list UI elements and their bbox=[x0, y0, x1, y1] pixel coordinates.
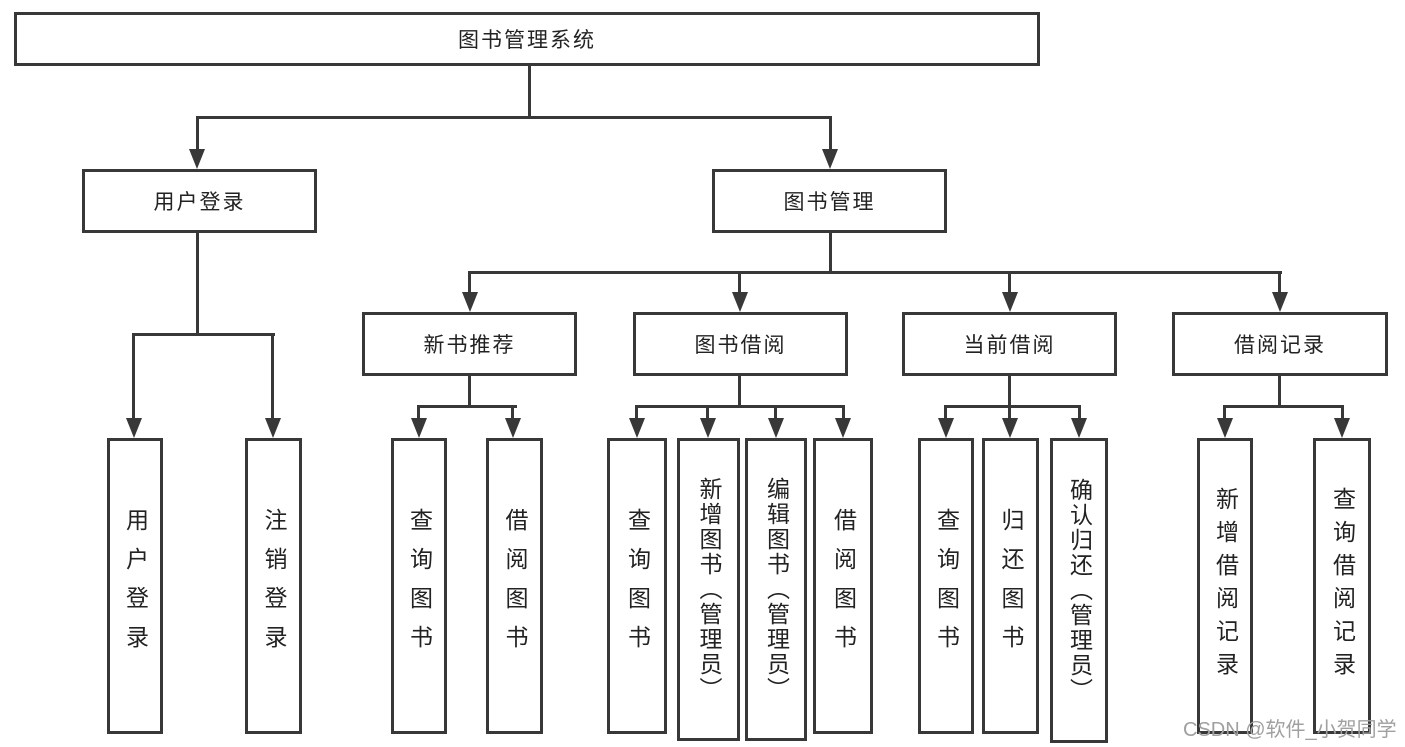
leaf-add-borrow-record-label: 新增借阅记录 bbox=[1212, 487, 1239, 685]
connector-line bbox=[774, 405, 777, 418]
leaf-query-books-current-label: 查询图书 bbox=[933, 508, 960, 664]
connector-line bbox=[196, 233, 199, 335]
connector-line bbox=[1008, 271, 1011, 292]
arrow-down-icon bbox=[700, 418, 716, 438]
connector-line bbox=[132, 333, 135, 418]
arrow-down-icon bbox=[265, 418, 281, 438]
arrow-down-icon bbox=[822, 149, 838, 169]
node-book-management: 图书管理 bbox=[712, 169, 947, 233]
arrow-down-icon bbox=[768, 418, 784, 438]
connector-line bbox=[1341, 405, 1344, 418]
leaf-add-books-admin: 新增图书（管理员） bbox=[677, 438, 740, 741]
connector-line bbox=[1078, 405, 1081, 418]
connector-line bbox=[468, 271, 471, 292]
leaf-edit-books-admin: 编辑图书（管理员） bbox=[745, 438, 807, 741]
node-borrow-records-label: 借阅记录 bbox=[1234, 334, 1326, 357]
leaf-return-books-label: 归还图书 bbox=[998, 508, 1024, 664]
node-user-login-label: 用户登录 bbox=[153, 191, 246, 214]
connector-line bbox=[1223, 405, 1226, 418]
leaf-borrow-books-recommend-label: 借阅图书 bbox=[502, 508, 528, 664]
leaf-borrow-books-label: 借阅图书 bbox=[830, 508, 857, 664]
csdn-watermark: CSDN @软件_小贺同学 bbox=[1183, 719, 1397, 741]
connector-line bbox=[1008, 376, 1011, 408]
node-root-label: 图书管理系统 bbox=[458, 29, 596, 52]
connector-line bbox=[511, 405, 514, 418]
node-new-book-recommend: 新书推荐 bbox=[362, 312, 577, 376]
arrow-down-icon bbox=[1334, 418, 1350, 438]
arrow-down-icon bbox=[505, 418, 521, 438]
node-book-borrow-label: 图书借阅 bbox=[694, 334, 787, 357]
connector-line bbox=[829, 116, 832, 149]
node-current-borrow: 当前借阅 bbox=[902, 312, 1117, 376]
connector-line bbox=[468, 271, 1282, 274]
connector-line bbox=[635, 405, 638, 418]
connector-line bbox=[1223, 405, 1344, 408]
arrow-down-icon bbox=[938, 418, 954, 438]
arrow-down-icon bbox=[732, 292, 748, 312]
leaf-add-books-admin-label: 新增图书（管理员） bbox=[696, 477, 722, 702]
arrow-down-icon bbox=[629, 418, 645, 438]
leaf-borrow-books-recommend: 借阅图书 bbox=[486, 438, 543, 734]
arrow-down-icon bbox=[835, 418, 851, 438]
arrow-down-icon bbox=[1272, 292, 1288, 312]
leaf-logout-label: 注销登录 bbox=[261, 508, 287, 664]
connector-line bbox=[944, 405, 947, 418]
connector-line bbox=[1008, 405, 1011, 418]
leaf-edit-books-admin-label: 编辑图书（管理员） bbox=[763, 477, 790, 702]
leaf-user-login: 用户登录 bbox=[107, 438, 163, 734]
leaf-confirm-return-admin-label: 确认归还（管理员） bbox=[1066, 478, 1093, 703]
connector-line bbox=[738, 376, 741, 408]
node-book-management-label: 图书管理 bbox=[783, 191, 876, 214]
arrow-down-icon bbox=[1002, 418, 1018, 438]
arrow-down-icon bbox=[189, 149, 205, 169]
connector-line bbox=[196, 116, 832, 119]
node-current-borrow-label: 当前借阅 bbox=[963, 334, 1056, 357]
connector-line bbox=[706, 405, 709, 418]
connector-line bbox=[1278, 376, 1281, 408]
connector-line bbox=[271, 333, 274, 418]
arrow-down-icon bbox=[462, 292, 478, 312]
node-new-book-recommend-label: 新书推荐 bbox=[423, 334, 516, 357]
arrow-down-icon bbox=[411, 418, 427, 438]
connector-line bbox=[842, 405, 845, 418]
arrow-down-icon bbox=[1002, 292, 1018, 312]
leaf-query-books-recommend-label: 查询图书 bbox=[406, 508, 433, 664]
arrow-down-icon bbox=[126, 418, 142, 438]
connector-line bbox=[528, 64, 531, 118]
leaf-confirm-return-admin: 确认归还（管理员） bbox=[1050, 438, 1108, 743]
connector-line bbox=[1278, 271, 1281, 292]
leaf-return-books: 归还图书 bbox=[982, 438, 1039, 734]
leaf-query-borrow-record: 查询借阅记录 bbox=[1313, 438, 1371, 734]
connector-line bbox=[635, 405, 845, 408]
connector-line bbox=[132, 333, 275, 336]
leaf-query-books-current: 查询图书 bbox=[918, 438, 974, 734]
connector-line bbox=[738, 271, 741, 292]
node-book-borrow: 图书借阅 bbox=[633, 312, 848, 376]
connector-line bbox=[417, 405, 420, 418]
leaf-query-books-recommend: 查询图书 bbox=[391, 438, 447, 734]
leaf-add-borrow-record: 新增借阅记录 bbox=[1197, 438, 1253, 734]
leaf-query-borrow-record-label: 查询借阅记录 bbox=[1329, 487, 1356, 685]
leaf-query-books-borrow-label: 查询图书 bbox=[624, 508, 651, 664]
leaf-borrow-books: 借阅图书 bbox=[813, 438, 873, 734]
node-user-login: 用户登录 bbox=[82, 169, 317, 233]
leaf-user-login-label: 用户登录 bbox=[122, 508, 149, 664]
connector-line bbox=[468, 376, 471, 408]
node-borrow-records: 借阅记录 bbox=[1172, 312, 1388, 376]
connector-line bbox=[829, 233, 832, 273]
arrow-down-icon bbox=[1217, 418, 1233, 438]
connector-line bbox=[944, 405, 1081, 408]
connector-line bbox=[417, 405, 517, 408]
leaf-query-books-borrow: 查询图书 bbox=[607, 438, 667, 734]
connector-line bbox=[196, 116, 199, 149]
leaf-logout: 注销登录 bbox=[245, 438, 302, 734]
arrow-down-icon bbox=[1071, 418, 1087, 438]
node-root: 图书管理系统 bbox=[14, 12, 1040, 66]
